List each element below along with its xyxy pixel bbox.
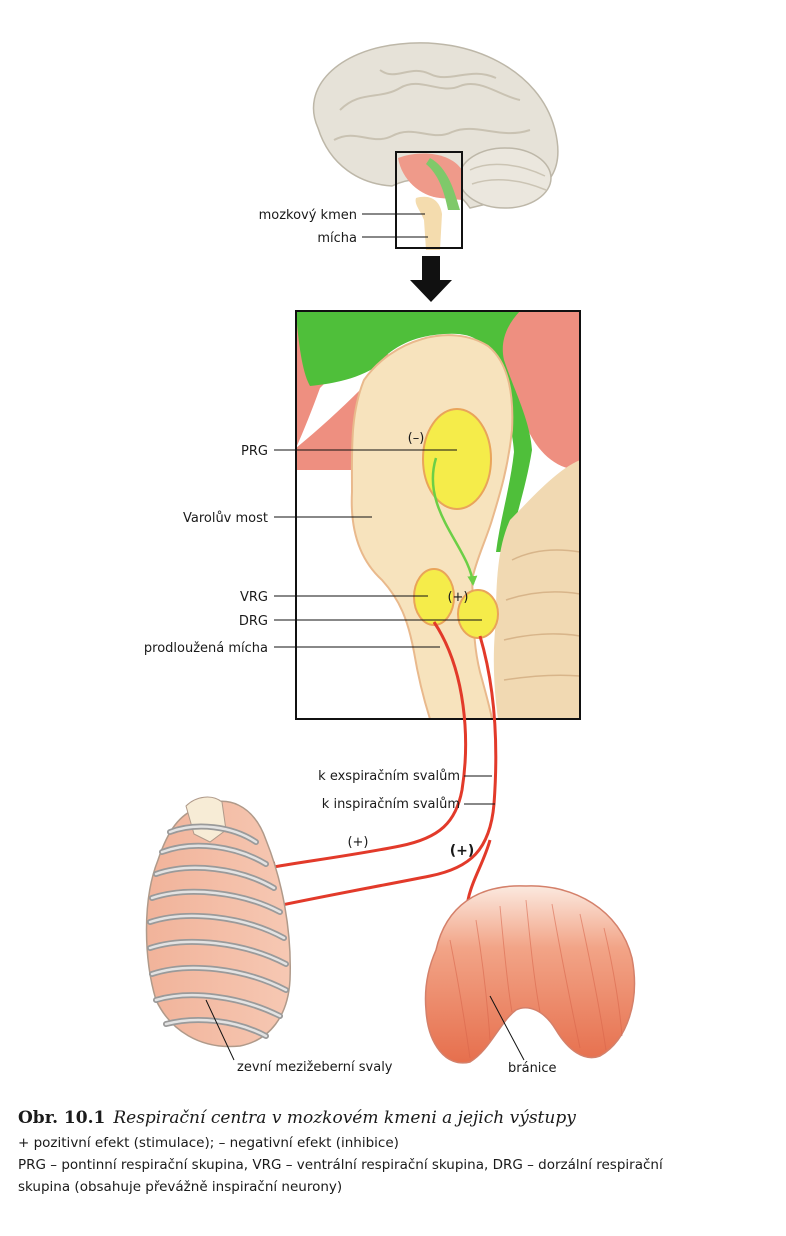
prg-effect-sign: (–): [408, 431, 425, 446]
label-prg: PRG: [241, 444, 268, 459]
prg-to-drg-arrow: [431, 457, 478, 586]
expiratory-nerve: [266, 621, 468, 872]
drg-effect-sign: (+): [447, 590, 468, 605]
drg-nucleus: [457, 589, 499, 639]
label-medulla: prodloužená mícha: [144, 641, 268, 656]
label-brainstem: mozkový kmen: [259, 208, 357, 223]
brain-illustration: [312, 42, 559, 250]
caption-title-line: Obr. 10.1 Respirační centra v mozkovém km…: [18, 1108, 778, 1128]
figure-caption: Obr. 10.1 Respirační centra v mozkovém km…: [18, 1108, 778, 1198]
respiratory-centers-diagram: mozkový kmen mícha (–) (+): [144, 42, 636, 1076]
label-vrg: VRG: [240, 590, 268, 605]
label-pons: Varolův most: [183, 511, 268, 526]
caption-abbreviations-cont: skupina (obsahuje převážně inspirační ne…: [18, 1179, 343, 1195]
diaphragm-illustration: [424, 885, 636, 1064]
rib-cage-illustration: [145, 796, 292, 1061]
brain-labels: mozkový kmen mícha: [259, 208, 428, 246]
inspiratory-intercostal-nerve: [210, 635, 498, 924]
label-diaphragm: bránice: [508, 1061, 557, 1076]
caption-abbreviations: PRG – pontinní respirační skupina, VRG –…: [18, 1157, 663, 1173]
label-spinal-cord: mícha: [317, 231, 357, 246]
caption-title: Respirační centra v mozkovém kmeni a jej…: [113, 1108, 576, 1128]
prg-nucleus: [422, 408, 492, 510]
nerve-labels: k exspiračním svalům k inspiračním svalů…: [318, 769, 495, 812]
label-drg: DRG: [239, 614, 268, 629]
zoom-arrow-icon: [410, 256, 452, 302]
label-external-intercostals: zevní mezižeberní svaly: [237, 1060, 393, 1075]
panel-labels: PRG Varolův most VRG DRG prodloužená míc…: [144, 444, 482, 656]
brainstem-panel: (–) (+): [295, 310, 581, 720]
caption-legend: + pozitivní efekt (stimulace); – negativ…: [18, 1135, 399, 1151]
expiratory-effect-sign: (+): [347, 835, 368, 850]
caption-number: Obr. 10.1: [18, 1108, 106, 1128]
label-to-inspiratory: k inspiračním svalům: [322, 797, 460, 812]
label-to-expiratory: k exspiračním svalům: [318, 769, 460, 784]
vrg-nucleus: [413, 568, 455, 626]
inspiratory-effect-sign: (+): [450, 843, 475, 859]
